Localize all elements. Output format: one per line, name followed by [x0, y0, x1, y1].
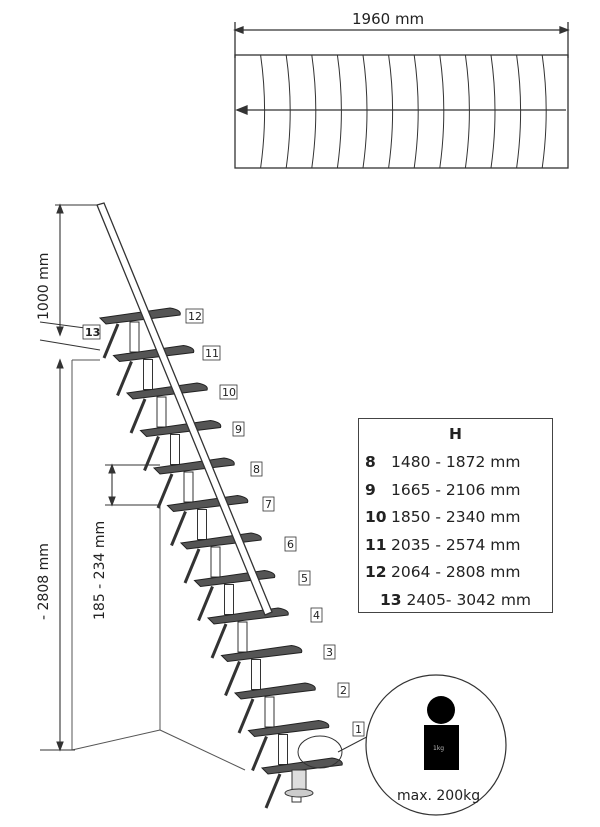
step-number: 10 — [222, 386, 236, 399]
step-number-label: 11 — [202, 345, 221, 361]
height-range: 1665 - 2106 mm — [391, 480, 521, 499]
step-number-label: 1 — [352, 721, 365, 737]
railing-height-label: 1000 mm — [36, 253, 52, 320]
height-range: 1480 - 1872 mm — [391, 453, 521, 471]
step-number: 9 — [235, 423, 242, 436]
step-number-label: 7 — [262, 496, 275, 512]
step-rise-label: 185 - 234 mm — [92, 521, 108, 620]
step-number-label: 13 — [82, 324, 101, 340]
step-number: 7 — [265, 498, 272, 511]
step-number: 3 — [326, 646, 333, 659]
steps-count: 8 — [365, 453, 376, 471]
step-number-label: 3 — [323, 644, 336, 660]
steps-count: 13 — [379, 590, 402, 609]
step-number: 2 — [340, 684, 347, 697]
step-number-label: 5 — [298, 570, 311, 586]
step-number-label: 10 — [219, 384, 238, 400]
steps-count: 11 — [365, 535, 387, 554]
height-range: 2064 - 2808 mm — [391, 563, 521, 581]
step-number: 12 — [188, 310, 202, 323]
stair-tread — [247, 719, 330, 772]
weight-icon — [424, 696, 459, 770]
step-number: 6 — [287, 538, 294, 551]
total-height-label: - 2808 mm — [36, 543, 52, 620]
step-number-label: 12 — [185, 308, 204, 324]
table-row: 8 1480 - 1872 mm — [359, 449, 552, 477]
step-number: 5 — [301, 572, 308, 585]
stair-tread — [166, 494, 249, 547]
step-number-label: 4 — [310, 607, 323, 623]
steps-count: 9 — [365, 480, 376, 499]
height-range: 2405- 3042 mm — [406, 590, 532, 609]
stair-tread — [220, 644, 303, 697]
max-load-label: max. 200kg — [397, 788, 480, 804]
step-number: 4 — [313, 609, 320, 622]
step-number-label: 2 — [337, 682, 350, 698]
dimension-lines — [39, 203, 160, 752]
table-row: 9 1665 - 2106 mm — [359, 477, 552, 505]
step-number: 13 — [85, 326, 100, 339]
step-number-label: 8 — [250, 461, 263, 477]
step-number: 8 — [253, 463, 260, 476]
stair-tread — [152, 457, 235, 509]
weight-label: 1kg — [433, 745, 444, 752]
step-number: 11 — [205, 347, 219, 360]
height-range: 2035 - 2574 mm — [391, 535, 521, 554]
steps-count: 12 — [365, 563, 387, 581]
step-number-label: 9 — [232, 421, 245, 437]
stair-tread — [233, 682, 316, 734]
step-number: 1 — [355, 723, 362, 736]
top-width-label: 1960 mm — [352, 10, 424, 28]
step-number-label: 6 — [284, 536, 297, 552]
staircase — [98, 307, 343, 809]
top-view — [233, 22, 570, 169]
wall-lines — [71, 359, 246, 771]
table-row: 13 2405- 3042 mm — [359, 587, 552, 615]
height-range: 1850 - 2340 mm — [391, 508, 521, 526]
handrail — [96, 202, 273, 616]
table-header: H — [449, 425, 462, 443]
steps-count: 10 — [365, 508, 387, 526]
stair-tread — [98, 307, 181, 359]
load-circle: 1kg max. 200kg — [297, 674, 507, 816]
